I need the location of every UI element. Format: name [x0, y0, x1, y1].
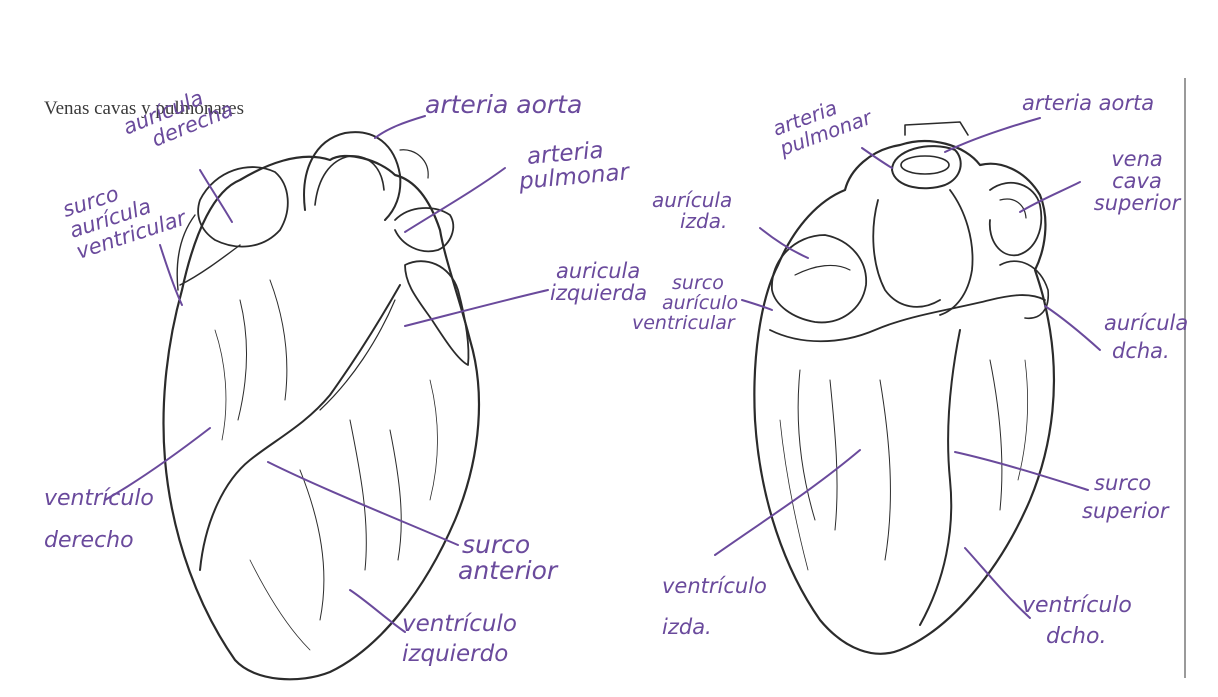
label-line: izda. — [662, 614, 712, 639]
label-line: ventrículo — [402, 611, 517, 637]
heart-posterior-left-auricle — [771, 234, 867, 324]
heart-posterior-aorta — [904, 121, 969, 136]
label-line: ventrículo — [662, 574, 767, 598]
label-line: vena — [1111, 147, 1163, 171]
heart-posterior-drawing — [753, 121, 1056, 655]
heart-anterior-outline — [162, 155, 481, 681]
label-line: ventrículo — [1022, 593, 1132, 618]
label-line: auricula — [556, 259, 641, 283]
heart-posterior-sulcus — [919, 329, 961, 626]
label-line: surco — [672, 272, 724, 294]
label-right-arteria-aorta: arteria aorta — [1022, 92, 1154, 114]
label-line: arteria aorta — [1022, 91, 1155, 115]
label-left-auricula-izquierda: auricula izquierda — [550, 260, 647, 304]
label-line: anterior — [458, 556, 558, 586]
heart-anterior-pulmonary-trunk — [394, 207, 455, 253]
label-line: superior — [1093, 191, 1181, 216]
label-line: dcho. — [1046, 624, 1107, 650]
heart-posterior-av-sulcus — [769, 294, 1046, 343]
label-line: surco — [462, 530, 531, 559]
label-line: ventricular — [632, 311, 735, 334]
label-right-auricula-dcha: aurícula dcha. — [1104, 312, 1188, 362]
label-right-ventriculo-izda: ventrículo izda. — [662, 566, 767, 648]
leader-right-surco-av — [741, 299, 773, 311]
label-left-arteria-aorta: arteria aorta — [425, 90, 583, 119]
label-line: izquierda — [550, 281, 648, 306]
label-right-ventriculo-dcho: ventrículo dcho. — [1022, 594, 1132, 648]
heart-posterior-vena-cava — [988, 181, 1043, 257]
leader-left-surco-anterior — [267, 461, 459, 546]
leader-right-arteria-pulmonar — [861, 147, 893, 169]
label-line: surco — [1094, 471, 1152, 495]
leader-left-auricula-derecha — [199, 169, 233, 223]
label-right-auricula-izda: aurícula izda. — [652, 190, 732, 232]
heart-anterior-sulcus — [199, 284, 401, 571]
label-line: arteria aorta — [425, 90, 583, 119]
leader-left-arteria-pulmonar — [404, 167, 506, 233]
label-line: dcha. — [1112, 339, 1170, 364]
leader-left-auricula-izquierda — [404, 289, 549, 327]
heart-posterior-pulmonary-artery — [891, 145, 962, 190]
heart-anterior-aorta — [303, 131, 402, 221]
leader-left-surco-av — [159, 244, 183, 306]
label-line: derecho — [44, 527, 134, 553]
leader-right-auricula-izda — [759, 227, 809, 259]
label-right-surco-superior: surco superior — [1082, 472, 1168, 522]
leader-lines — [104, 115, 1101, 633]
heart-anterior-right-auricle — [197, 166, 289, 248]
leader-left-ventriculo-derecho — [104, 427, 211, 501]
leader-left-ventriculo-izquierdo — [349, 589, 406, 633]
heart-anterior-drawing — [162, 131, 481, 681]
label-line: aurículo — [662, 291, 739, 314]
label-left-ventriculo-derecho: ventrículo derecho — [44, 478, 154, 562]
leader-right-arteria-aorta — [944, 117, 1041, 153]
caption-venas-cavas: Venas cavas y pulmonares — [44, 98, 244, 119]
label-line: cava — [1112, 169, 1162, 194]
label-left-arteria-pulmonar: arteria pulmonar — [516, 136, 630, 195]
label-line: aurícula — [1104, 311, 1189, 335]
leader-right-ventriculo-izda — [714, 449, 861, 556]
label-line: izda. — [680, 209, 728, 233]
heart-anterior-left-auricle — [404, 260, 470, 366]
scan-edge — [1184, 78, 1186, 678]
leader-right-vena-cava — [1019, 181, 1081, 213]
leader-right-surco-superior — [954, 451, 1089, 491]
label-right-surco-av: surco aurículo ventricular — [632, 272, 739, 334]
leader-right-ventriculo-dcho — [964, 547, 1031, 619]
label-line: ventrículo — [44, 486, 154, 511]
label-left-surco-anterior: surco anterior — [458, 530, 558, 586]
label-left-ventriculo-izquierdo: ventrículo izquierdo — [402, 612, 517, 666]
label-line: izquierdo — [402, 641, 509, 668]
label-line: superior — [1082, 499, 1169, 524]
leader-left-arteria-aorta — [374, 115, 426, 139]
heart-posterior-right-auricle — [999, 260, 1050, 319]
label-line: aurícula — [652, 188, 733, 212]
leader-right-auricula-dcha — [1044, 305, 1101, 351]
label-right-vena-cava: vena cava superior — [1092, 148, 1182, 214]
heart-posterior-outline — [753, 140, 1056, 655]
